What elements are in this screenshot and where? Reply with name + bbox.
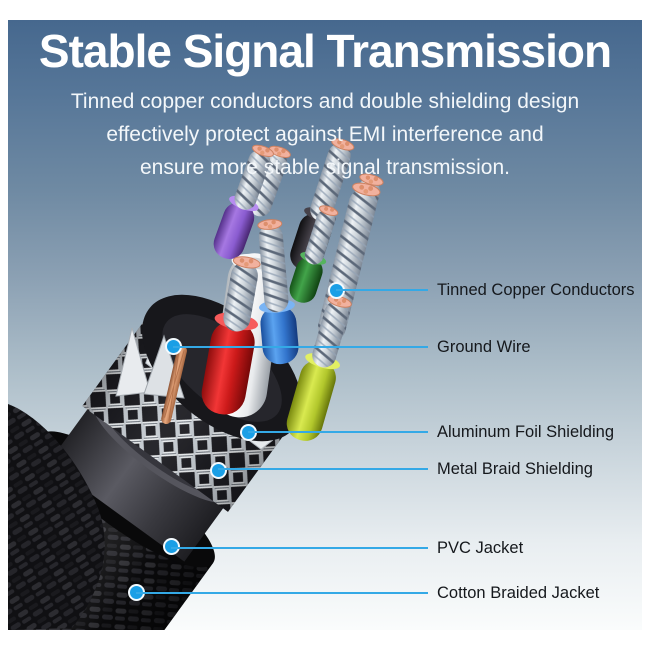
wire-purple xyxy=(213,144,274,260)
subtitle-line: ensure more stable signal transmission. xyxy=(139,156,510,179)
jacket-left-rim xyxy=(8,404,105,630)
callout-line xyxy=(248,431,428,433)
callout-line xyxy=(336,289,428,291)
callout-dot xyxy=(210,462,227,479)
callout-label: Ground Wire xyxy=(437,338,531,356)
wire-strands-back xyxy=(249,145,291,217)
wire-yellow-green xyxy=(286,295,352,441)
ground-wire-graphic xyxy=(161,345,187,425)
callout-label: Metal Braid Shielding xyxy=(437,460,593,478)
callout-line xyxy=(218,468,428,470)
callout-line xyxy=(136,592,428,594)
cable-cutaway-illustration xyxy=(8,138,384,630)
callout-line xyxy=(173,346,428,348)
page-title: Stable Signal Transmission xyxy=(38,25,612,77)
callout-line xyxy=(171,547,428,549)
callout-dot xyxy=(163,538,180,555)
subtitle-line: effectively protect against EMI interfer… xyxy=(106,123,544,146)
callout-label: PVC Jacket xyxy=(437,539,524,557)
page-subtitle: Tinned copper conductors and double shie… xyxy=(8,85,642,184)
wire-green xyxy=(289,205,339,303)
wire-blue xyxy=(257,219,299,365)
callout-label: Aluminum Foil Shielding xyxy=(437,423,614,441)
callout-label: Tinned Copper Conductors xyxy=(437,281,635,299)
header: Stable Signal Transmission Tinned copper… xyxy=(8,20,642,184)
wire-red xyxy=(201,256,261,415)
subtitle-line: Tinned copper conductors and double shie… xyxy=(70,90,580,113)
gradient-scene: Tinned Copper Conductors Ground Wire Alu… xyxy=(8,20,642,630)
callout-label: Cotton Braided Jacket xyxy=(437,584,600,602)
